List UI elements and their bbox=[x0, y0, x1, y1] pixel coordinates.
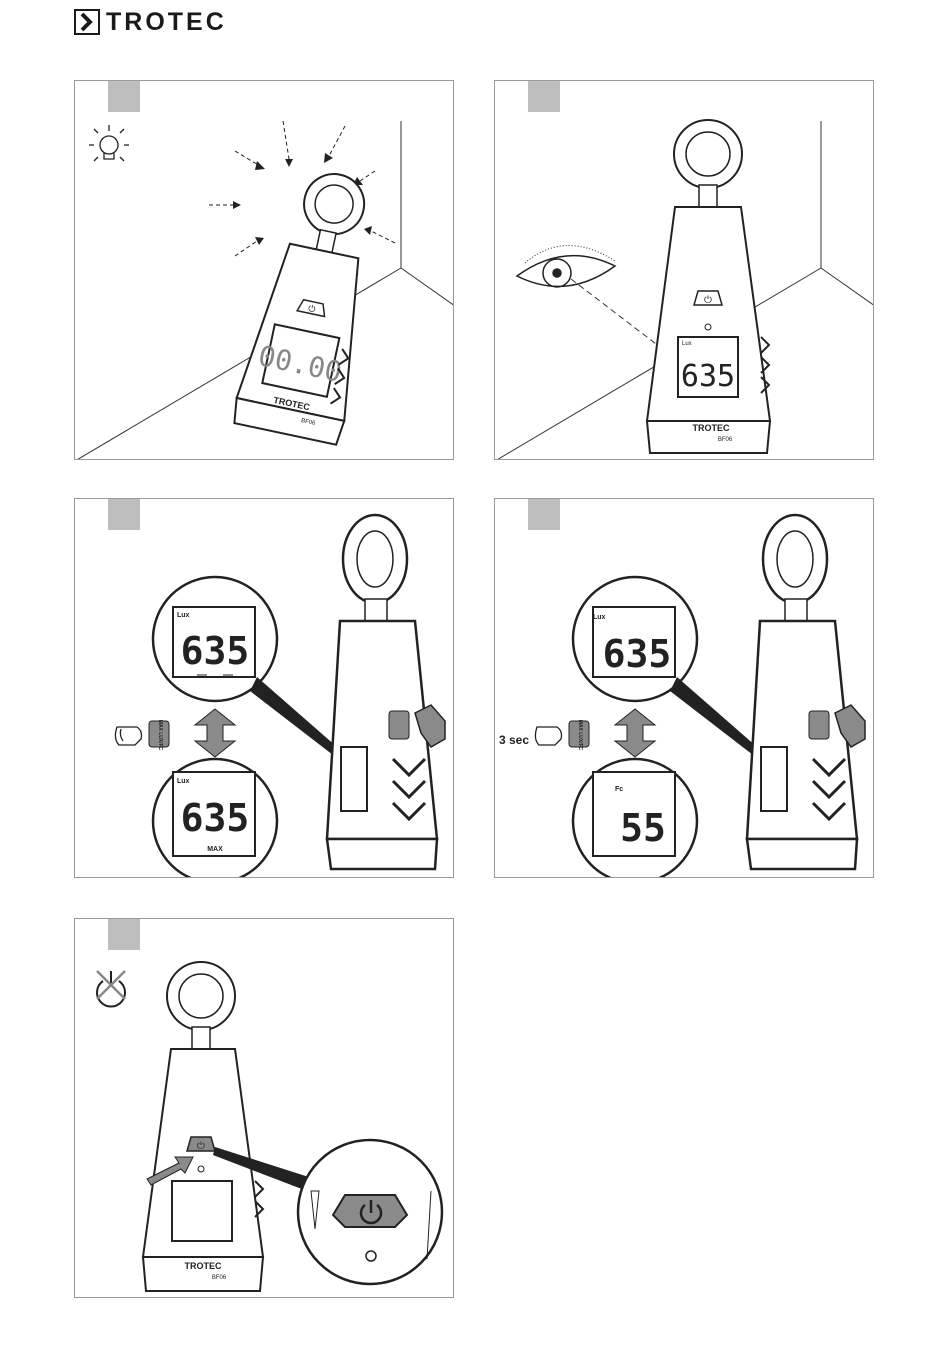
magnified-display-bottom: Lux 635 MAX bbox=[153, 759, 277, 878]
lcd-reading-top: 635 bbox=[181, 629, 250, 673]
panel-1-illustration: ⏻ 00.00 TROTEC BF06 bbox=[75, 81, 454, 460]
max-indicator: MAX bbox=[207, 846, 223, 853]
trotec-chevron-icon bbox=[74, 9, 100, 35]
svg-text:⏻: ⏻ bbox=[197, 1141, 205, 1152]
brand-logo: TROTEC bbox=[74, 9, 227, 35]
brand-name: TROTEC bbox=[106, 8, 227, 37]
device-model-label: BF06 bbox=[718, 437, 733, 443]
panel-3-illustration: Lux 635 MAX LUX/FC Lux 635 MAX bbox=[75, 499, 454, 878]
power-off-crossed-icon bbox=[97, 971, 125, 1006]
lcd-reading-bottom: 55 bbox=[620, 806, 666, 850]
lcd-reading-top: 635 bbox=[603, 632, 672, 676]
lcd-reading-bottom: 635 bbox=[181, 796, 250, 840]
magnified-display-bottom: Fc 55 bbox=[573, 759, 697, 878]
toggle-double-arrow bbox=[615, 709, 655, 757]
max-button-label: MAX LUX/FC bbox=[157, 720, 163, 751]
lcd-unit-label: Lux bbox=[177, 612, 190, 619]
hold-duration-label: 3 sec bbox=[499, 733, 529, 747]
panel-4-unit-switch: Lux 635 3 sec MAX LUX/FC Fc 55 bbox=[494, 498, 874, 878]
device-brand-label: TROTEC bbox=[693, 423, 730, 433]
max-lux-button-icon: MAX LUX/FC bbox=[149, 720, 169, 751]
panel-1-measure: ⏻ 00.00 TROTEC BF06 bbox=[74, 80, 454, 460]
panel-2-illustration: ⏻ Lux 635 TROTEC BF06 bbox=[495, 81, 874, 460]
light-meter-device: ⏻ TROTEC BF06 bbox=[143, 962, 263, 1291]
light-meter-device: ⏻ 00.00 TROTEC BF06 bbox=[231, 163, 394, 445]
light-meter-device: ⏻ Lux 635 TROTEC BF06 bbox=[647, 120, 770, 453]
lcd-unit-label-bottom: Fc bbox=[615, 786, 623, 793]
lcd-unit-label-top: Lux bbox=[593, 614, 606, 621]
panel-2-read: ⏻ Lux 635 TROTEC BF06 bbox=[494, 80, 874, 460]
lcd-unit-label: Lux bbox=[177, 778, 190, 785]
light-meter-device bbox=[747, 515, 865, 869]
light-bulb-icon bbox=[89, 125, 129, 161]
toggle-double-arrow bbox=[195, 709, 235, 757]
lcd-unit-label: Lux bbox=[682, 341, 692, 347]
panel-4-illustration: Lux 635 3 sec MAX LUX/FC Fc 55 bbox=[495, 499, 874, 878]
lcd-reading: 635 bbox=[681, 359, 735, 394]
panel-5-illustration: ⏻ TROTEC BF06 bbox=[75, 919, 454, 1298]
panel-5-power-off: ⏻ TROTEC BF06 bbox=[74, 918, 454, 1298]
panel-3-max-function: Lux 635 MAX LUX/FC Lux 635 MAX bbox=[74, 498, 454, 878]
device-brand-label: TROTEC bbox=[185, 1261, 222, 1271]
press-hand-icon bbox=[535, 727, 561, 745]
light-meter-device bbox=[327, 515, 445, 869]
svg-text:⏻: ⏻ bbox=[704, 295, 712, 306]
max-button-label: MAX LUX/FC bbox=[577, 720, 583, 751]
max-lux-button-icon: MAX LUX/FC bbox=[569, 720, 589, 751]
eye-icon bbox=[517, 245, 615, 287]
device-model-label: BF06 bbox=[212, 1275, 227, 1281]
magnified-power-button bbox=[298, 1140, 442, 1284]
press-hand-icon bbox=[115, 727, 141, 745]
